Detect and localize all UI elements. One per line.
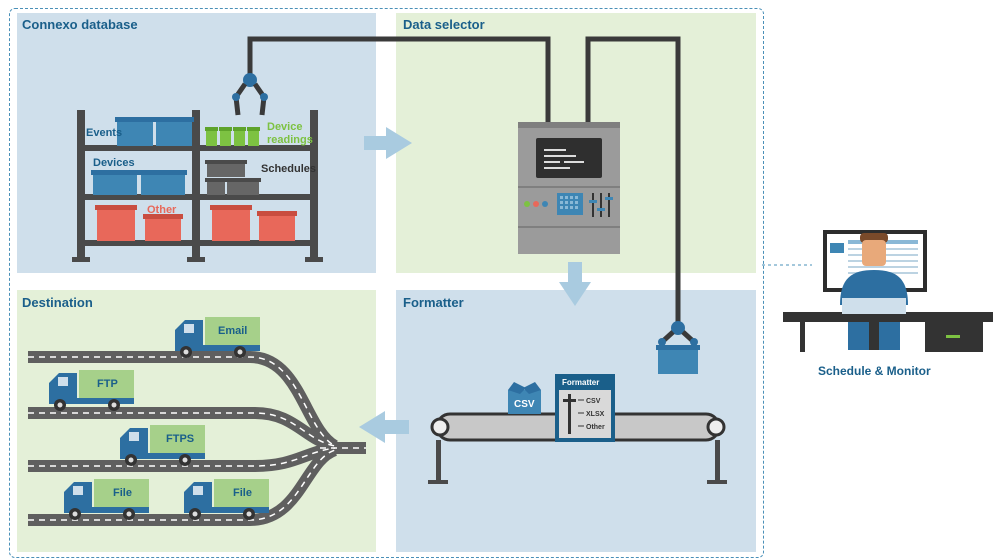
truck-ftp-label: FTP [97,378,118,390]
data-selector-machine [518,122,620,254]
device-readings-label-line1: Device [267,121,302,133]
truck-email: Email [175,317,260,358]
truck-email-label: Email [218,325,247,337]
claw-database [232,73,268,116]
schedules-label: Schedules [261,163,316,175]
storage-shelf [72,110,323,262]
devices-bins [91,170,187,195]
formatter-option-other: Other [586,424,605,431]
csv-box: CSV [508,382,541,414]
schedules-bins [205,160,261,195]
arrow-database-to-selector [364,127,412,159]
system-frame [9,8,764,558]
roads [28,351,366,526]
formatter-option-xlsx: XLSX [586,411,605,418]
destination-title: Destination [22,295,93,310]
arrow-formatter-to-destination [359,411,409,443]
formatter-title: Formatter [403,295,464,310]
formatter-option-csv: CSV [586,398,601,405]
other-label: Other [147,204,177,216]
truck-file-2-label: File [233,487,252,499]
truck-file-2: File [184,479,269,520]
formatter-machine: Formatter CSV XLSX Other [555,374,615,442]
arrow-selector-to-formatter [559,262,591,306]
monitor-workstation [783,230,993,352]
database-title: Connexo database [22,17,138,32]
crane-cables [247,36,681,326]
truck-ftp: FTP [49,370,134,411]
truck-ftps: FTPS [120,425,205,466]
claw-formatter [656,321,700,374]
truck-file-1: File [64,479,149,520]
devices-label: Devices [93,157,135,169]
events-bins [115,117,194,146]
formatter-machine-title: Formatter [562,378,599,387]
csv-box-label: CSV [514,399,535,410]
schedule-monitor-label: Schedule & Monitor [818,364,931,378]
other-bins [95,205,297,241]
truck-file-1-label: File [113,487,132,499]
selector-title: Data selector [403,17,485,32]
truck-ftps-label: FTPS [166,433,194,445]
device-readings-label-line2: readings [267,134,313,146]
device-readings-bins [205,127,260,146]
events-label: Events [86,127,122,139]
